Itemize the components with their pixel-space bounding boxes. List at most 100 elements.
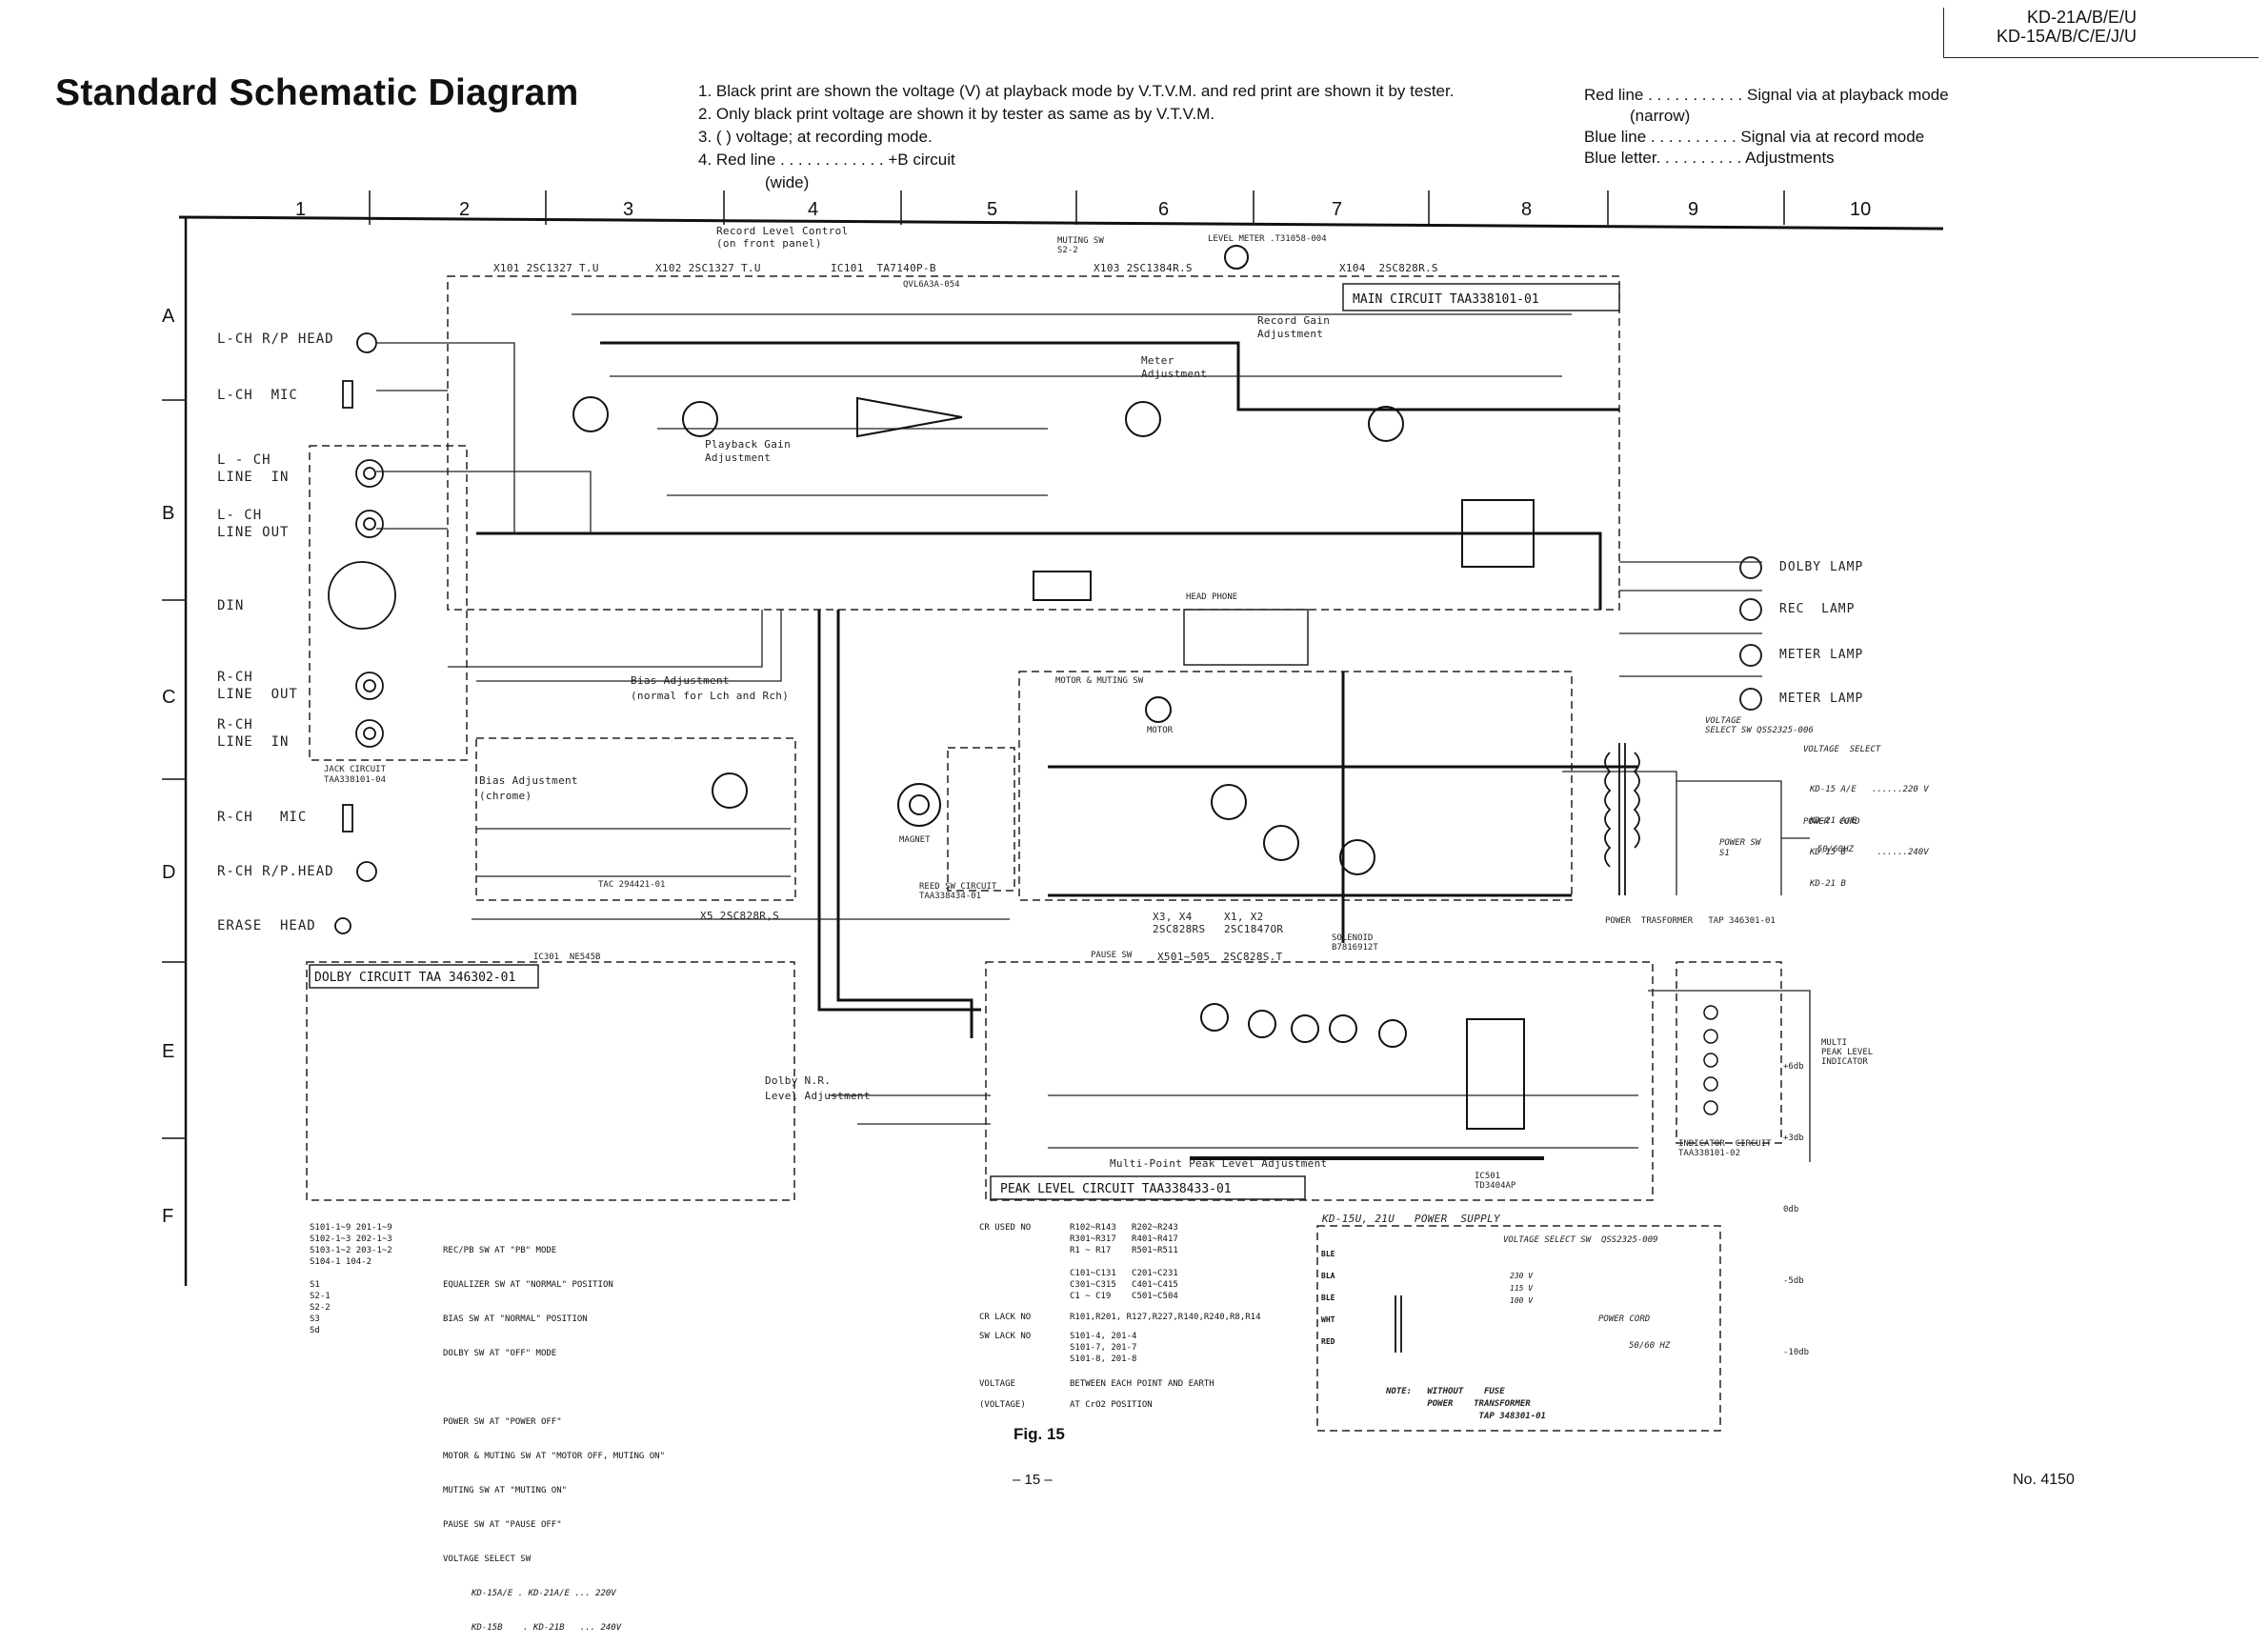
- lamp-label-rec: REC LAMP: [1779, 602, 1856, 616]
- power-supply-voltages: 230 V 115 V 100 V: [1510, 1270, 1533, 1307]
- label-power-sw: POWER SW S1: [1719, 838, 1761, 858]
- col-10: 10: [1850, 199, 1871, 220]
- main-circuit-title: MAIN CIRCUIT TAA338101-01: [1353, 292, 1539, 307]
- label-x101: X101 2SC1327 T.U: [493, 262, 599, 274]
- component-symbols: [572, 245, 1544, 1160]
- ps-power-cord: POWER CORD: [1598, 1314, 1651, 1324]
- vs-line-4: KD-21 B: [1810, 879, 1846, 889]
- wire-bla: BLA: [1321, 1272, 1335, 1280]
- note-3: 3. ( ) voltage; at recording mode.: [698, 128, 933, 146]
- label-reed-sw-circuit: REED SW CIRCUIT TAA338434-01: [919, 882, 997, 901]
- circuit-boxes: [306, 275, 1782, 1432]
- label-x5: X5 2SC828R,S: [700, 910, 780, 922]
- power-supply-voltage-select: VOLTAGE SELECT SW QSS2325-009: [1503, 1235, 1658, 1245]
- sw-left-6: S2-1: [310, 1292, 331, 1301]
- label-x501-505: X501~505 2SC828S.T: [1157, 951, 1283, 963]
- reed-sw-box: [947, 747, 1015, 892]
- label-record-level-control: Record Level Control (on front panel): [716, 225, 849, 250]
- wire-wht: WHT: [1321, 1315, 1335, 1324]
- label-bias-adj-normal: Bias Adjustment (normal for Lch and Rch): [631, 674, 790, 702]
- level-plus3: +3db: [1783, 1133, 1804, 1143]
- box-labels-frames: [309, 283, 1620, 1200]
- ps-freq: 50/60 HZ: [1629, 1341, 1671, 1351]
- note-2: 2. Only black print voltage are shown it…: [698, 105, 1215, 123]
- level-plus6: +6db: [1783, 1062, 1804, 1072]
- sw-left-7: S2-2: [310, 1303, 331, 1313]
- grid-frame: [162, 191, 1944, 1286]
- label-level-meter: LEVEL METER .T31058-004: [1208, 234, 1327, 244]
- line-legend: Red line . . . . . . . . . . . Signal vi…: [1584, 85, 1949, 169]
- svg-box-titles: MAIN CIRCUIT TAA338101-01 DOLBY CIRCUIT …: [314, 292, 1539, 1196]
- ps-volt-115: 115 V: [1510, 1284, 1534, 1293]
- column-numbers: 1 2 3 4 5 6 7 8 9 10: [295, 199, 1871, 220]
- note-4: 4. Red line . . . . . . . . . . . . +B c…: [698, 150, 955, 169]
- row-letters: A B C D E F: [162, 306, 175, 1227]
- sw-right-10: KD-15A/E . KD-21A/E ... 220V: [472, 1589, 616, 1598]
- cr-val-voltage: BETWEEN EACH POINT AND EARTH: [1070, 1379, 1214, 1389]
- wire-red: RED: [1321, 1337, 1335, 1346]
- figure-label: Fig. 15: [1014, 1425, 1065, 1443]
- cr-table: CR USED NO R102~R143 R202~R243 R301~R317…: [979, 1222, 1260, 1411]
- peak-level-title: PEAK LEVEL CIRCUIT TAA338433-01: [1000, 1182, 1232, 1196]
- cr-row-used: CR USED NO R102~R143 R202~R243 R301~R317…: [979, 1222, 1260, 1302]
- label-voltage-select-lines: KD-15 A/E ......220 V KD-21 A/E KD-15 B …: [1810, 764, 1929, 900]
- cr-key-voltage: VOLTAGE: [979, 1379, 1015, 1389]
- sw-right-8: PAUSE SW AT "PAUSE OFF": [443, 1520, 562, 1530]
- cr-val-voltage-paren: AT CrO2 POSITION: [1070, 1400, 1153, 1410]
- label-rch-rp-head: R-CH R/P.HEAD: [217, 864, 334, 879]
- schematic-canvas: 1 2 3 4 5 6 7 8 9 10 A B C D E F: [162, 191, 1944, 1432]
- indicator-leds: [1703, 1005, 1718, 1115]
- label-magnet: MAGNET: [899, 835, 931, 845]
- sw-right-2: BIAS SW AT "NORMAL" POSITION: [443, 1314, 588, 1324]
- label-voltage-select-title: VOLTAGE SELECT: [1803, 745, 1881, 754]
- cr-row-lack: CR LACK NO R101,R201, R127,R227,R140,R24…: [979, 1312, 1260, 1323]
- label-rch-line-out: R-CH LINE OUT: [217, 670, 298, 702]
- sw-right-6: MOTOR & MUTING SW AT "MOTOR OFF, MUTING …: [443, 1452, 665, 1461]
- cr-row-sw-lack: SW LACK NO S101-4, 201-4 S101-7, 201-7 S…: [979, 1331, 1260, 1365]
- label-rch-mic: R-CH MIC: [217, 810, 308, 825]
- label-bias-adj-chrome: Bias Adjustment (chrome): [479, 774, 578, 802]
- dolby-circuit-box: [306, 961, 795, 1201]
- col-1: 1: [295, 199, 306, 220]
- label-power-cord: POWER CORD: [1803, 817, 1860, 827]
- legend-blue-letter: Blue letter. . . . . . . . . . Adjustmen…: [1584, 149, 1835, 167]
- vs-line-2: KD-21 A/E: [1810, 816, 1857, 826]
- label-lch-line-in: L - CH LINE IN: [217, 452, 290, 485]
- label-muting-sw: MUTING SW S2-2: [1057, 236, 1104, 255]
- label-ic101-sub: QVL6A3A-054: [903, 280, 960, 290]
- meter-lamp-1-icon: [1739, 644, 1762, 667]
- label-x1x2: X1, X2 2SC1847OR: [1224, 911, 1284, 935]
- legend-narrow: (narrow): [1630, 107, 1691, 125]
- sw-left-4: [310, 1268, 392, 1279]
- dolby-lamp-icon: [1739, 556, 1762, 579]
- sw-right-11: KD-15B . KD-21B ... 240V: [472, 1623, 622, 1633]
- indicator-box: [1676, 961, 1782, 1144]
- sw-right-9: VOLTAGE SELECT SW: [443, 1555, 532, 1564]
- model-line-1: KD-21A/B/E/U: [2026, 8, 2137, 27]
- label-power-freq: 50/60HZ: [1817, 845, 1854, 854]
- model-line-2: KD-15A/B/C/E/J/U: [1996, 27, 2137, 46]
- power-supply-wires: BLE BLA BLE WHT RED: [1321, 1243, 1335, 1353]
- wire-ble-2: BLE: [1321, 1294, 1335, 1302]
- legend-blue-line: Blue line . . . . . . . . . . Signal via…: [1584, 128, 1925, 146]
- page-title: Standard Schematic Diagram: [55, 72, 579, 113]
- row-c: C: [162, 687, 175, 708]
- col-8: 8: [1521, 199, 1532, 220]
- label-x3x4: X3, X4 2SC828RS: [1153, 911, 1206, 935]
- cr-val-used: R102~R143 R202~R243 R301~R317 R401~R417 …: [1070, 1223, 1178, 1301]
- label-power-transformer: POWER TRASFORMER TAP 346301-01: [1605, 916, 1776, 926]
- label-multi-peak-indicator: MULTI PEAK LEVEL INDICATOR: [1821, 1038, 1874, 1067]
- main-circuit-box: [447, 275, 1620, 611]
- tac-circuit-box: [475, 737, 796, 901]
- sw-right-0: REC/PB SW AT "PB" MODE: [443, 1246, 557, 1255]
- col-3: 3: [623, 199, 633, 220]
- sw-left-0: S101-1~9 201-1~9: [310, 1223, 392, 1233]
- wire-ble-1: BLE: [1321, 1250, 1335, 1258]
- sw-left-2: S103-1~2 203-1~2: [310, 1246, 392, 1255]
- col-7: 7: [1332, 199, 1342, 220]
- label-voltage-select-sw: VOLTAGE SELECT SW QSS2325-006: [1705, 716, 1814, 735]
- label-meter-adj: Meter Adjustment: [1141, 354, 1208, 380]
- row-e: E: [162, 1041, 174, 1062]
- sw-right-4: [443, 1382, 665, 1394]
- col-6: 6: [1158, 199, 1169, 220]
